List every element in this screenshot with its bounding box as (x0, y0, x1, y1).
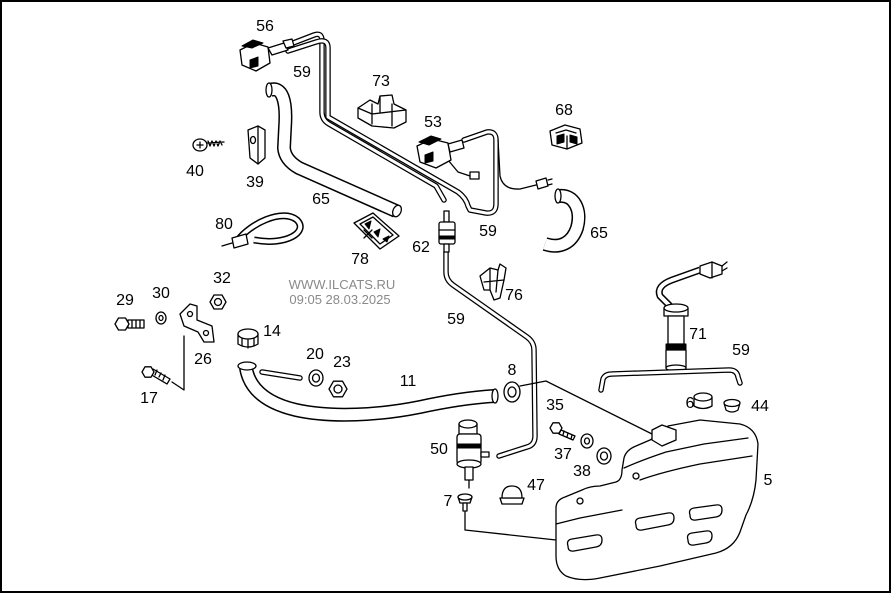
leader-line-grommet-to-tank (519, 380, 665, 441)
part-17-bolt (141, 366, 171, 385)
callout-11[interactable]: 11 (400, 373, 417, 390)
leader-line-cap-to-tank (464, 511, 557, 541)
part-38-seal-ring (596, 447, 612, 465)
part-65-hose-left (265, 82, 403, 218)
callout-17[interactable]: 17 (140, 390, 158, 407)
callout-62[interactable]: 62 (412, 239, 430, 256)
callout-39[interactable]: 39 (246, 174, 264, 191)
part-78-grommet-plate (353, 212, 400, 250)
part-50-washer-pump (456, 419, 490, 489)
part-68-connector (549, 124, 583, 150)
part-76-clip (479, 263, 507, 301)
callout-7[interactable]: 7 (444, 493, 453, 510)
callout-20[interactable]: 20 (306, 346, 324, 363)
callout-73[interactable]: 73 (372, 73, 390, 90)
callout-71[interactable]: 71 (689, 326, 707, 343)
part-44-cap (723, 398, 741, 413)
callout-40[interactable]: 40 (186, 163, 204, 180)
part-47-grommet (499, 485, 525, 505)
callout-6[interactable]: 6 (686, 395, 695, 412)
part-20-ring (308, 369, 324, 387)
part-35-bolt (549, 422, 576, 441)
callout-47[interactable]: 47 (527, 477, 545, 494)
callout-59[interactable]: 59 (479, 223, 497, 240)
callout-80[interactable]: 80 (215, 216, 233, 233)
callout-14[interactable]: 14 (263, 323, 281, 340)
callout-76[interactable]: 76 (505, 287, 523, 304)
part-62-check-valve (438, 210, 538, 459)
callout-53[interactable]: 53 (424, 114, 442, 131)
callout-44[interactable]: 44 (751, 398, 769, 415)
part-71-level-sensor (655, 261, 728, 372)
part-29-bolt (114, 317, 145, 331)
callout-59[interactable]: 59 (732, 342, 750, 359)
callout-56[interactable]: 56 (256, 18, 274, 35)
part-37-seal-ring (580, 433, 594, 449)
part-23-nut (328, 380, 348, 398)
callout-35[interactable]: 35 (546, 397, 564, 414)
part-53-washer-pump (416, 135, 553, 190)
part-14-filler-cap (237, 328, 259, 349)
callout-26[interactable]: 26 (194, 351, 212, 368)
part-5-reservoir-tank (555, 419, 759, 581)
part-40-screw (192, 138, 225, 152)
callout-78[interactable]: 78 (351, 251, 369, 268)
part-11-hose (237, 361, 499, 422)
part-26-bracket (171, 303, 215, 391)
part-32-nut (209, 294, 227, 310)
part-8-grommet (503, 381, 521, 403)
callout-68[interactable]: 68 (555, 102, 573, 119)
part-80-cable-tie (221, 212, 304, 249)
callout-59[interactable]: 59 (447, 311, 465, 328)
callout-labels: 56 59 73 68 53 40 39 65 80 62 59 65 78 3… (116, 18, 772, 510)
part-6-cap (693, 392, 713, 410)
callout-50[interactable]: 50 (430, 441, 448, 458)
callout-5[interactable]: 5 (764, 472, 773, 489)
part-56-washer-pump (239, 31, 499, 216)
part-39-bracket (247, 125, 266, 165)
part-7-cap (457, 493, 473, 512)
callout-8[interactable]: 8 (508, 362, 517, 379)
part-65-hose-right (542, 188, 586, 253)
callout-29[interactable]: 29 (116, 292, 134, 309)
part-59-tube-right (598, 367, 743, 393)
callout-65[interactable]: 65 (590, 225, 608, 242)
callout-37[interactable]: 37 (554, 446, 572, 463)
watermark-site: WWW.ILCATS.RU (289, 277, 396, 292)
callout-65[interactable]: 65 (312, 191, 330, 208)
callout-23[interactable]: 23 (333, 354, 351, 371)
callout-38[interactable]: 38 (573, 463, 591, 480)
part-30-washer (155, 311, 167, 325)
callout-32[interactable]: 32 (213, 270, 231, 287)
part-73-bracket (357, 94, 407, 129)
callout-59[interactable]: 59 (293, 64, 311, 81)
callout-30[interactable]: 30 (152, 285, 170, 302)
watermark-timestamp: 09:05 28.03.2025 (289, 292, 390, 307)
